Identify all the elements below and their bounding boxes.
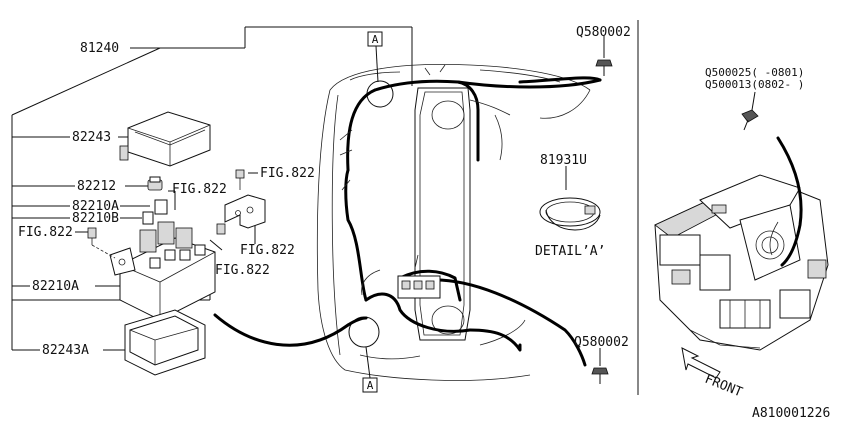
- label-bolt-right-2: Q500013(0802- ): [705, 78, 804, 91]
- callout-a-bottom: A: [362, 377, 378, 393]
- bolt-top-part: [595, 36, 613, 76]
- label-fig-ref-a: FIG.822: [172, 182, 227, 197]
- cover-bottom-part: [124, 309, 206, 376]
- label-harness: 81240: [80, 41, 119, 56]
- label-clip: 81931U: [540, 153, 587, 168]
- label-bolt-bottom: Q580002: [574, 335, 629, 350]
- label-diagram-id: A810001226: [752, 406, 830, 421]
- label-relay: 82212: [77, 179, 116, 194]
- leader-lines: [11, 26, 413, 351]
- hvac-unit: [654, 174, 829, 351]
- cover-top-part: [119, 111, 211, 167]
- hvac-harness: [776, 136, 803, 267]
- label-cover-top: 82243: [72, 130, 111, 145]
- bolt-right-part: [741, 91, 759, 131]
- label-fuse-a: 82210A: [72, 199, 119, 214]
- label-fuse-b: 82210B: [72, 211, 119, 226]
- clip-part: [539, 166, 601, 231]
- bracket-part: [216, 169, 266, 235]
- harness-lines: [213, 64, 602, 367]
- fuse-b-part: [142, 211, 154, 225]
- fuse-a-part: [154, 199, 168, 215]
- callout-a-top-label: A: [372, 33, 379, 46]
- bolt-bottom-part: [591, 348, 609, 384]
- bolt-small-left: [87, 227, 97, 245]
- label-fig-ref-e: FIG.822: [215, 263, 270, 278]
- label-detail: DETAIL’A’: [535, 244, 605, 259]
- detail-circles: [348, 45, 394, 379]
- text-labels: 81240 82243 82212 FIG.822 FIG.822 82210A…: [18, 25, 830, 421]
- callout-a-bottom-label: A: [367, 379, 374, 392]
- label-front: FRONT: [703, 372, 745, 401]
- label-bolt-right-1: Q500025( -0801): [705, 66, 804, 79]
- relay-part: [147, 176, 163, 191]
- fuse-box-part: [91, 221, 216, 321]
- label-bolt-top: Q580002: [576, 25, 631, 40]
- label-fig-ref-b: FIG.822: [260, 166, 315, 181]
- center-relay-block: [397, 275, 441, 299]
- label-fig-ref-c: FIG.822: [18, 225, 73, 240]
- label-cover-bottom: 82243A: [42, 343, 89, 358]
- label-fuse-box: 82210A: [32, 279, 79, 294]
- label-fig-ref-d: FIG.822: [240, 243, 295, 258]
- hvac-wire: [769, 221, 779, 256]
- callout-a-top: A: [367, 31, 383, 47]
- front-arrow-icon: [681, 347, 721, 379]
